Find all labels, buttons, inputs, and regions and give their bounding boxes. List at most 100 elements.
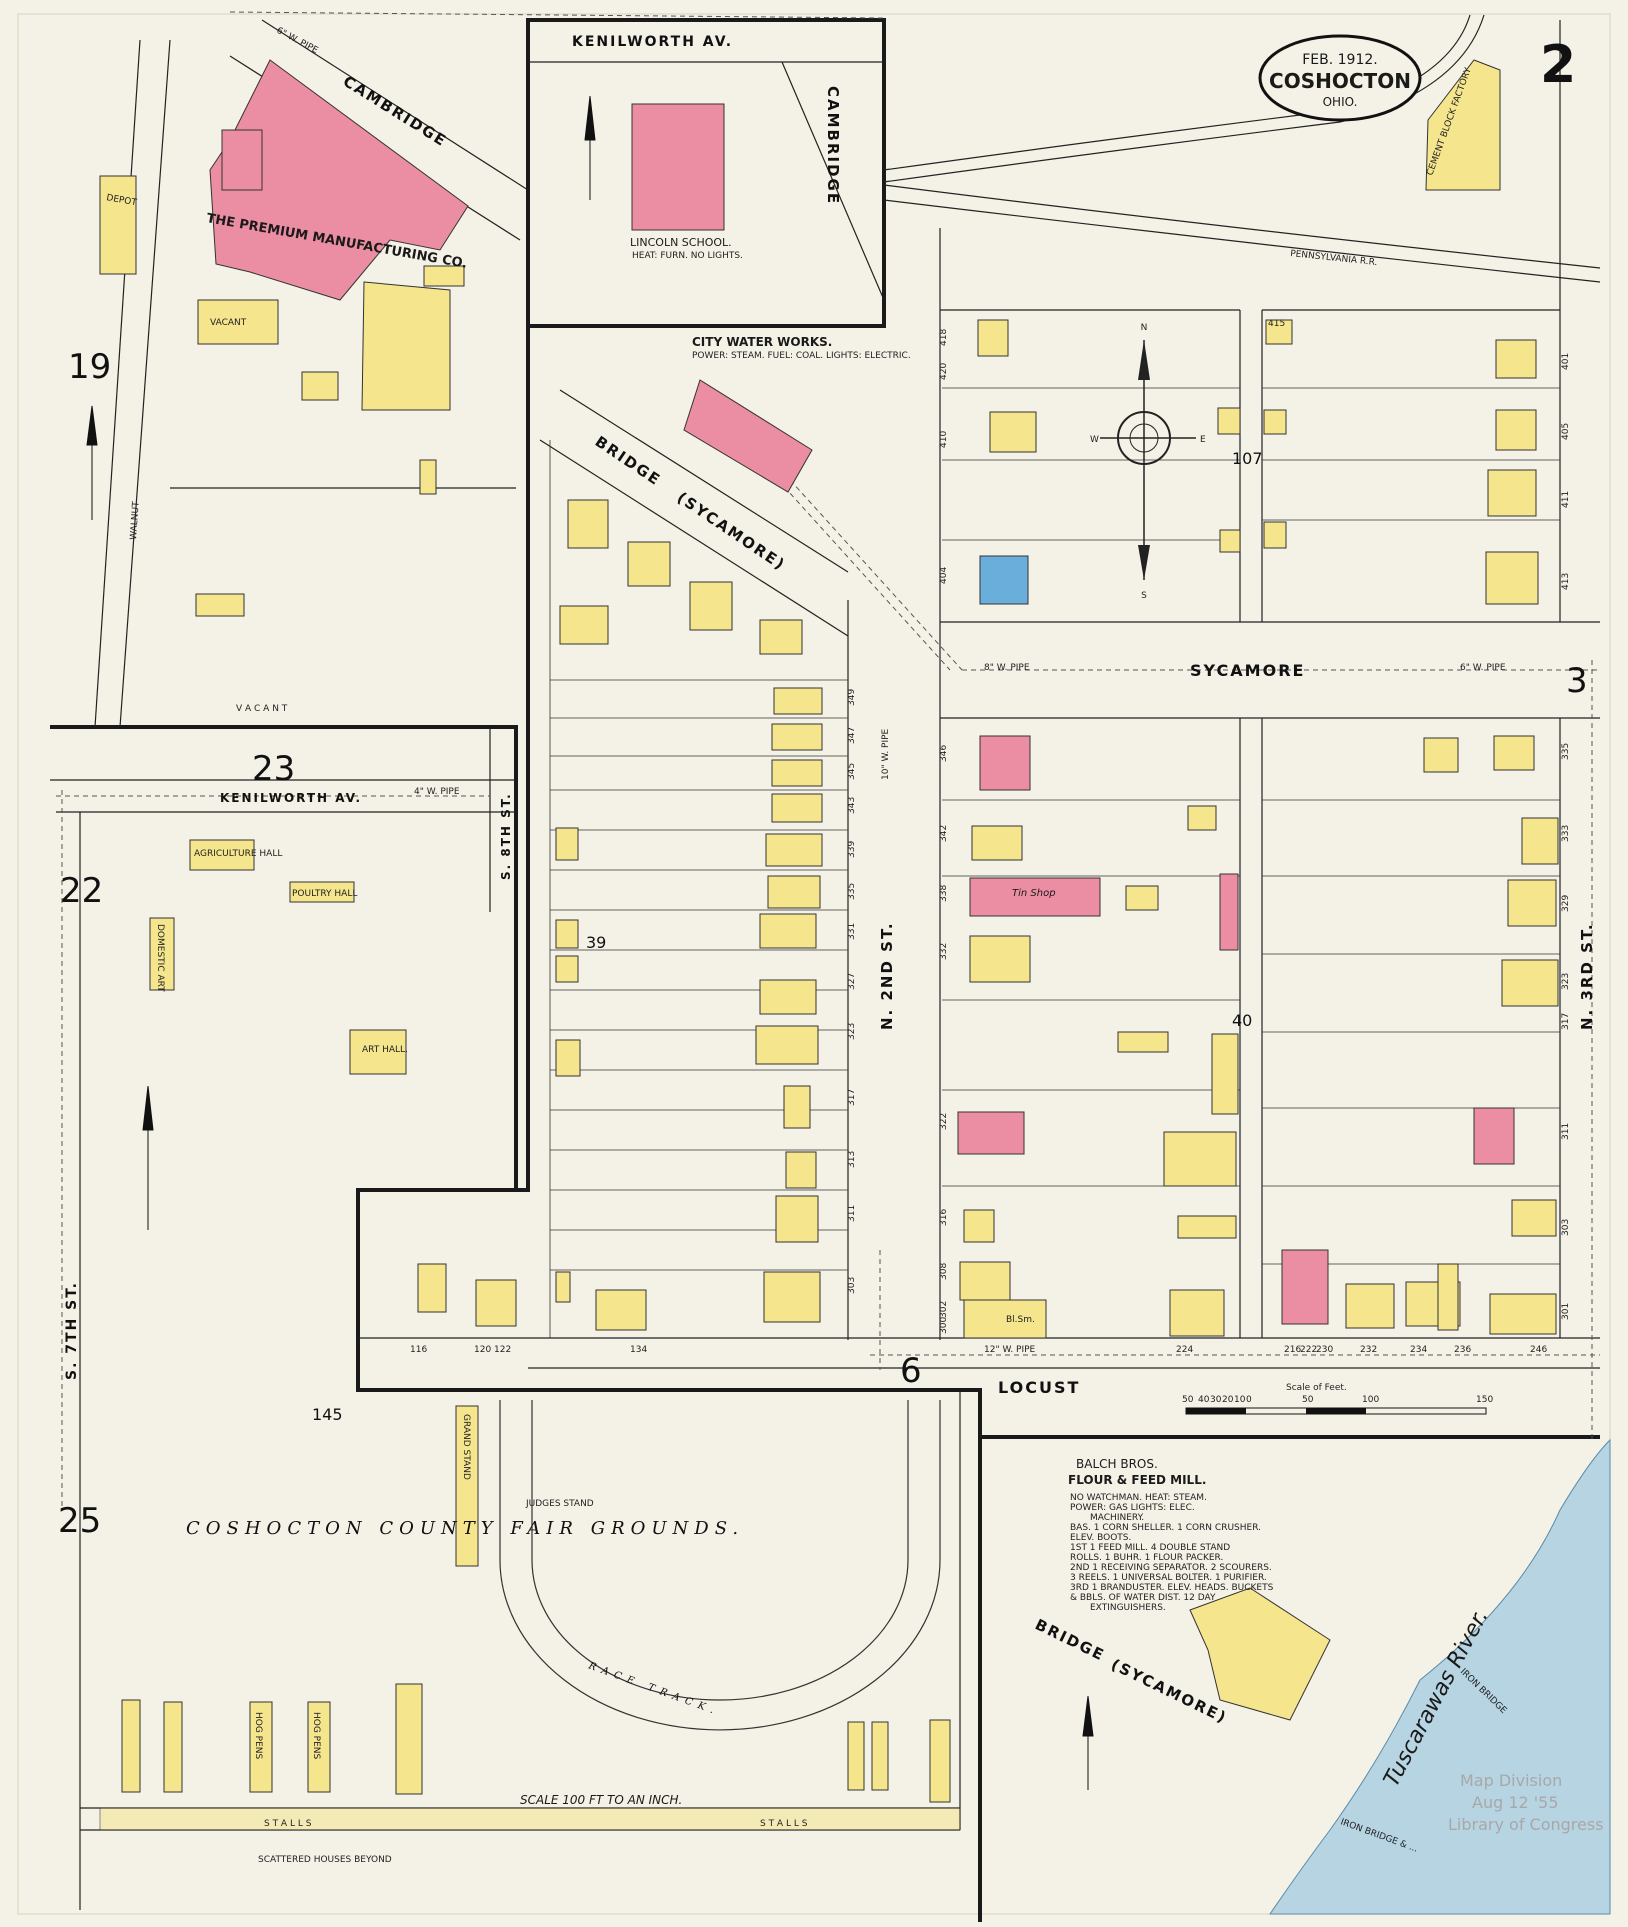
mill-note: MACHINERY. [1090,1513,1144,1523]
scale-tick: 40 [1198,1395,1210,1405]
house-number: 347 [847,727,857,744]
sheet-number: 2 [1540,35,1576,95]
house-number: 234 [1410,1345,1427,1355]
scale-tick: 50 [1182,1395,1194,1405]
pipe-label: 10" W. PIPE [881,728,891,780]
library-stamp: Map Division Aug 12 '55 Library of Congr… [1448,1771,1604,1834]
house-number: 405 [1561,423,1571,440]
house-number: 122 [494,1345,511,1355]
hog-pens-2-label: HOG PENS [311,1712,321,1760]
house-number: 246 [1530,1345,1547,1355]
poultry-hall-label: POULTRY HALL [292,889,357,899]
map-state: OHIO. [1323,95,1358,109]
depot-building [99,175,137,275]
house-number: 316 [939,1209,949,1226]
street-kenilworth-top: KENILWORTH AV. [572,34,733,50]
compass-w: W [1090,435,1099,445]
water-pipes [56,11,1600,1510]
domestic-art-label: DOMESTIC ART [155,924,165,992]
mill-note: NO WATCHMAN. HEAT: STEAM. [1070,1493,1207,1503]
stone-building [979,555,1029,605]
house-number: 224 [1176,1345,1193,1355]
blacksmith-label: Bl.Sm. [1006,1315,1035,1325]
house-number: 335 [847,883,857,900]
lincoln-school-note: HEAT: FURN. NO LIGHTS. [632,251,743,261]
grand-stand-label: GRAND STAND [461,1414,471,1480]
mill-note: & BBLS. OF WATER DIST. 12 DAY [1070,1593,1216,1603]
map-date: FEB. 1912. [1302,52,1377,68]
house-number: 415 [1268,319,1285,329]
compass-s: S [1141,591,1147,601]
house-number: 411 [1561,491,1571,508]
house-number: 232 [1360,1345,1377,1355]
house-number: 345 [847,763,857,780]
house-number: 338 [939,885,949,902]
street-s-8th: S. 8TH ST. [499,792,513,880]
block-107: 107 [1232,449,1263,468]
mill-building [1189,1587,1331,1721]
mill-note: 3RD 1 BRANDUSTER. ELEV. HEADS. BUCKETS [1070,1583,1274,1593]
mill-note: 2ND 1 RECEIVING SEPARATOR. 2 SCOURERS. [1070,1563,1272,1573]
race-track-inner [531,1400,909,1701]
house-number: 331 [847,923,857,940]
vacant-label-2: V A C A N T [236,704,288,714]
fair-grounds-label: COSHOCTON COUNTY FAIR GROUNDS. [186,1518,744,1539]
sheet-ref-6: 6 [900,1351,922,1391]
house-number: 236 [1454,1345,1471,1355]
stalls-label-1: S T A L L S [264,1819,312,1829]
house-number: 311 [847,1205,857,1222]
house-number: 323 [847,1023,857,1040]
block-145: 145 [312,1405,343,1424]
sheet-boundaries [50,18,1600,1922]
scale-tick: 20 [1222,1395,1234,1405]
scale-tick: 0 [1246,1395,1252,1405]
house-number: 216 [1284,1345,1301,1355]
house-number: 317 [847,1089,857,1106]
sheet-ref-22: 22 [60,871,103,911]
house-number: 329 [1561,895,1571,912]
house-number: 418 [939,329,949,346]
street-n-3rd: N. 3RD ST. [1578,922,1596,1030]
pipe-label: 8" W. PIPE [984,663,1030,673]
tin-shop-label: Tin Shop [1012,888,1056,899]
mill-note: POWER: GAS LIGHTS: ELEC. [1070,1503,1195,1513]
house-number: 323 [1561,973,1571,990]
premium-mfg-building [209,59,469,301]
house-number: 322 [939,1113,949,1130]
sheet-ref-3: 3 [1566,661,1588,701]
pipe-label: 6" W. PIPE [1460,663,1506,673]
block-40: 40 [1232,1011,1252,1030]
sheet-ref-25: 25 [58,1501,101,1541]
block-39: 39 [586,933,606,952]
house-number: 302 [939,1301,949,1318]
fair-scale-label: SCALE 100 FT TO AN INCH. [520,1793,682,1807]
mill-name-1: BALCH BROS. [1076,1457,1158,1471]
street-kenilworth-left: KENILWORTH AV. [220,791,362,805]
pipe-label: 4" W. PIPE [414,787,460,797]
cement-factory-building [1425,59,1501,191]
mill-notes: BALCH BROS. FLOUR & FEED MILL. NO WATCHM… [1068,1457,1274,1613]
street-s-7th: S. 7TH ST. [64,1281,80,1380]
scale-label: Scale of Feet. [1286,1383,1347,1393]
race-track-outer [499,1400,941,1731]
house-number: 313 [847,1151,857,1168]
art-hall-label: ART HALL. [362,1045,408,1055]
house-number: 230 [1316,1345,1333,1355]
stamp-line: Aug 12 '55 [1472,1793,1559,1812]
water-works-note: POWER: STEAM. FUEL: COAL. LIGHTS: ELECTR… [692,351,911,361]
pipe-label: 12" W. PIPE [984,1345,1036,1355]
scale-tick: 10 [1234,1395,1246,1405]
house-number: 303 [1561,1219,1571,1236]
mill-note: 1ST 1 FEED MILL. 4 DOUBLE STAND [1070,1543,1230,1553]
house-number: 420 [939,363,949,380]
house-number: 335 [1561,743,1571,760]
house-number: 332 [939,943,949,960]
house-number: 317 [1561,1013,1571,1030]
street-cambridge-2: CAMBRIDGE [824,86,842,205]
house-number: 346 [939,745,949,762]
house-number: 300 [939,1317,949,1334]
mill-note: EXTINGUISHERS. [1090,1603,1166,1613]
street-n-2nd: N. 2ND ST. [878,921,896,1030]
